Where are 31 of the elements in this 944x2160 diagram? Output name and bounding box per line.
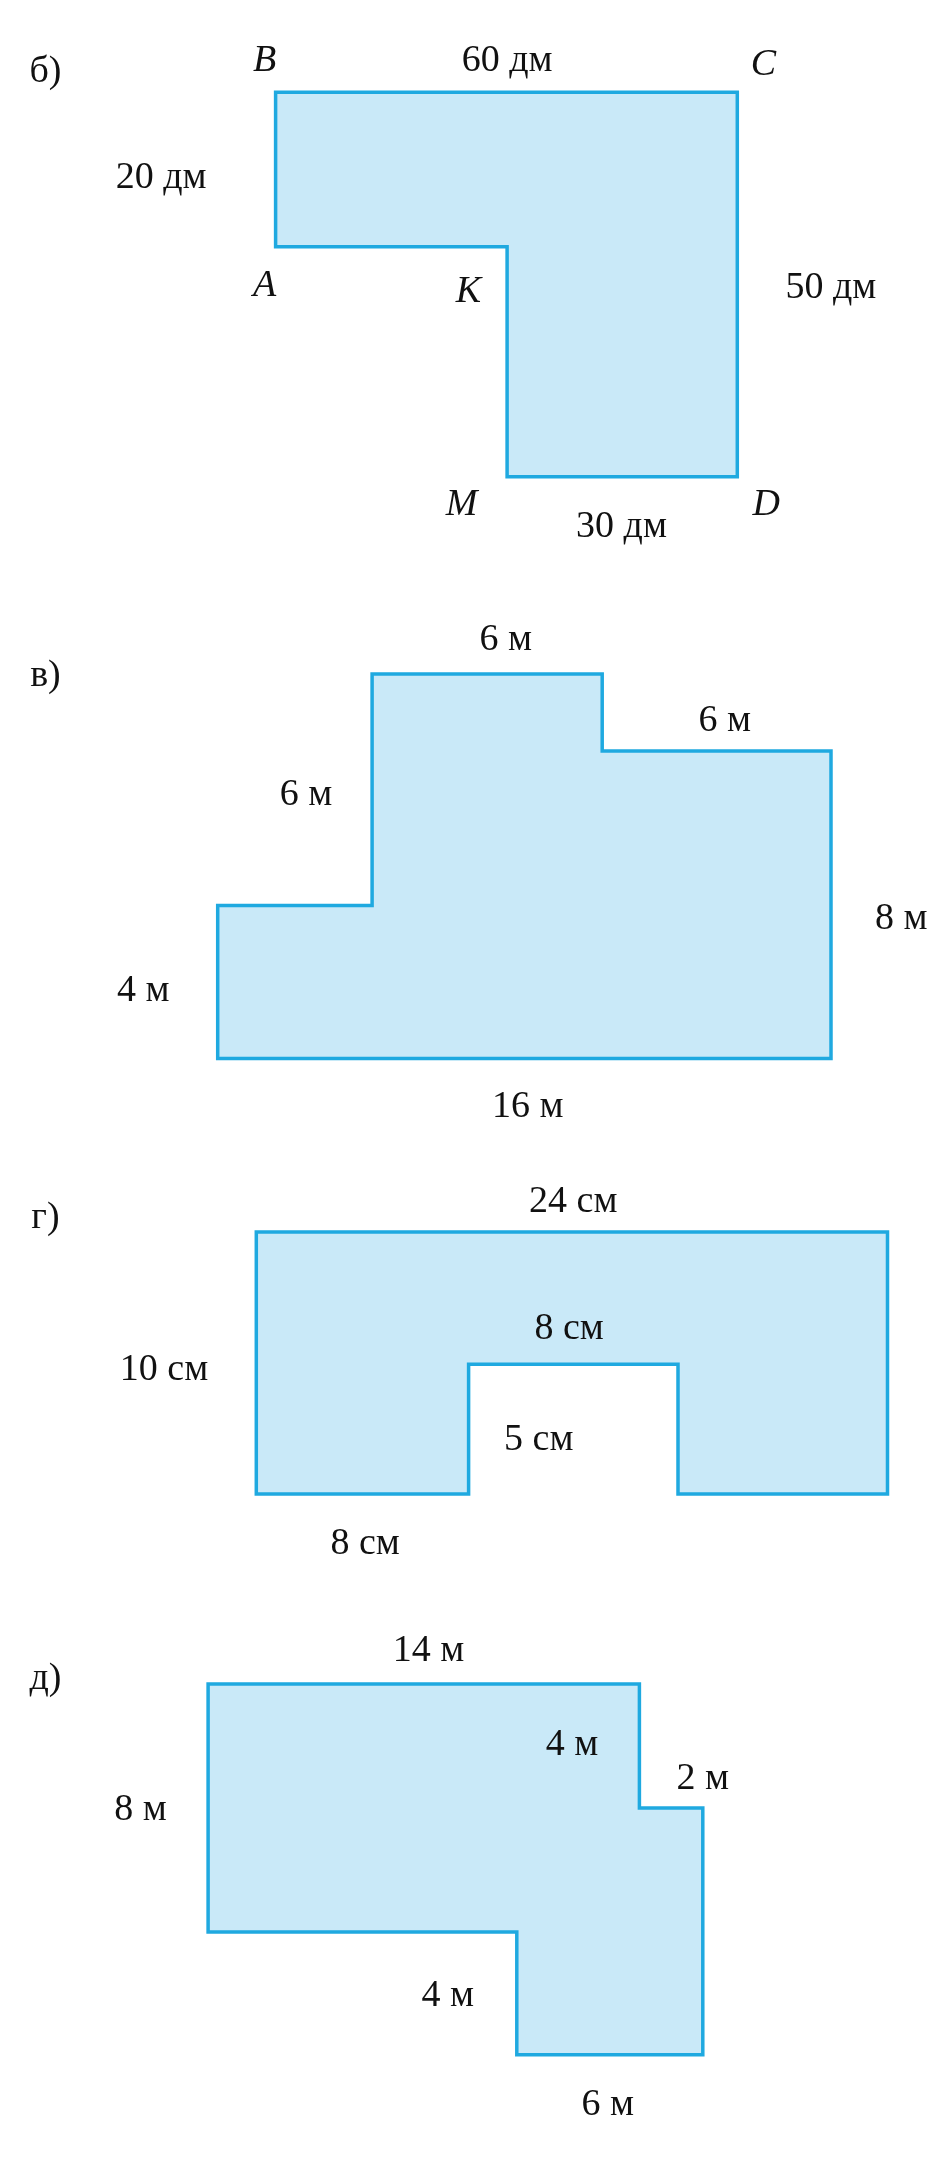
dimension-label: 4 м: [545, 1722, 599, 1761]
dimension-label: 14 м: [392, 1629, 465, 1668]
dimension-label: 4 м: [421, 1973, 475, 2012]
dimension-label: 20 дм: [115, 156, 207, 194]
panel-letter: г): [31, 1196, 60, 1235]
vertex-label: M: [445, 482, 478, 521]
dimension-label: 60 дм: [461, 38, 553, 77]
vertex-label: B: [253, 38, 277, 77]
dimension-label: 50 дм: [785, 266, 877, 305]
dimension-label: 8 см: [534, 1306, 604, 1345]
vertex-label: A: [253, 263, 277, 302]
dimension-label: 2 м: [676, 1757, 730, 1796]
dimension-label: 24 см: [529, 1179, 618, 1218]
dimension-label: 5 см: [504, 1418, 574, 1457]
dimension-label: 6 м: [279, 773, 333, 812]
vertex-label: D: [752, 482, 780, 521]
dimension-label: 4 м: [117, 969, 170, 1008]
dimension-label: 6 м: [581, 2082, 634, 2121]
dimension-label: 8 см: [330, 1521, 400, 1560]
dimension-label: 8 м: [114, 1787, 167, 1826]
panel-letter: д): [29, 1656, 62, 1695]
dimension-label: 6 м: [698, 699, 752, 737]
vertex-label: C: [750, 43, 777, 81]
dimension-label: 16 м: [492, 1084, 564, 1123]
panel-letter: б): [29, 49, 62, 88]
dimension-label: 30 дм: [576, 504, 667, 543]
dimension-label: 10 см: [119, 1348, 209, 1387]
dimension-label: 8 м: [875, 897, 928, 936]
panel-letter: в): [30, 653, 61, 692]
vertex-label: K: [455, 270, 482, 309]
dimension-label: 6 м: [479, 617, 532, 656]
